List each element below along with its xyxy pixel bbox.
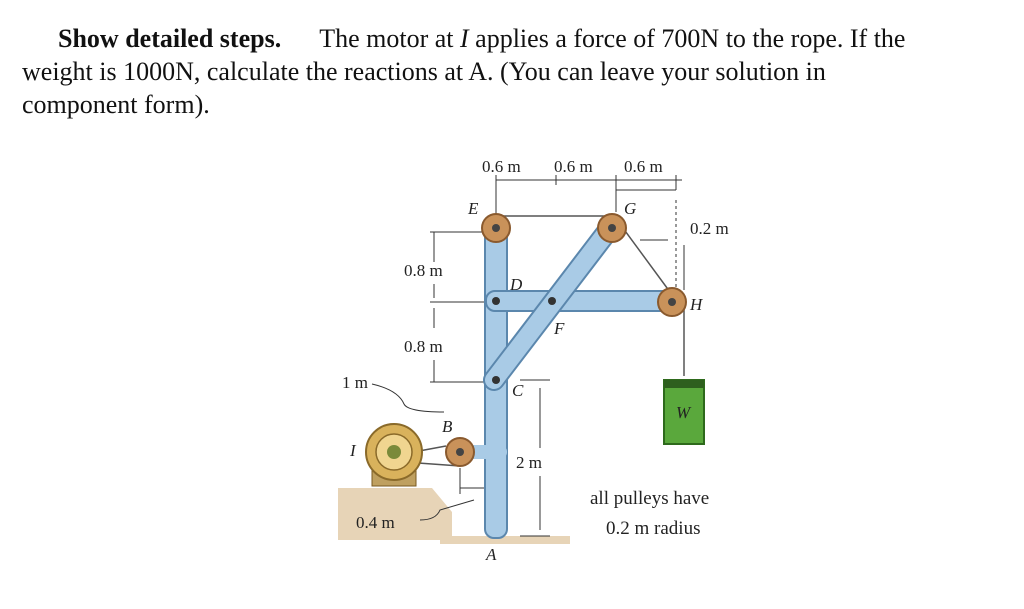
problem-line-2: weight is 1000N, calculate the reactions… — [22, 57, 826, 86]
label-I: I — [349, 441, 357, 460]
member-DH — [485, 290, 679, 312]
pulley-note-line-2: 0.2 m radius — [606, 518, 700, 539]
dim-pulley-offset: 0.2 m — [690, 219, 729, 238]
point-labels: E G D H F C B A I W — [349, 199, 704, 564]
dim-top-2: 0.6 m — [554, 157, 593, 176]
problem-statement: Show detailed steps. The motor at I appli… — [22, 22, 1012, 121]
problem-text-a: The motor at — [319, 24, 460, 53]
dim-top-1: 0.6 m — [482, 157, 521, 176]
dim-motor-offset: 0.4 m — [356, 513, 395, 532]
label-G: G — [624, 199, 636, 218]
pin-D — [492, 297, 500, 305]
dimension-lines — [371, 175, 685, 537]
label-E: E — [467, 199, 479, 218]
pulley-note-line-1: all pulleys have — [590, 488, 709, 509]
pulleys — [445, 213, 687, 467]
dim-ED: 0.8 m — [404, 261, 443, 280]
label-H: H — [689, 295, 704, 314]
ground-base — [440, 536, 570, 544]
dimension-labels: 0.6 m 0.6 m 0.6 m 0.2 m 0.8 m 0.8 m 1 m … — [342, 157, 729, 532]
instruction-lead: Show detailed steps. — [58, 24, 282, 53]
label-C: C — [512, 381, 524, 400]
pin-F — [548, 297, 556, 305]
pin-C — [492, 376, 500, 384]
dim-BA: 2 m — [516, 453, 542, 472]
label-B: B — [442, 417, 453, 436]
problem-line-3: component form). — [22, 90, 210, 119]
label-F: F — [553, 319, 565, 338]
dim-DC: 0.8 m — [404, 337, 443, 356]
motor-point-label: I — [460, 24, 469, 53]
dim-top-3: 0.6 m — [624, 157, 663, 176]
problem-line-1: Show detailed steps. The motor at I appli… — [22, 22, 1012, 55]
problem-text-b: applies a force of 700N to the rope. If … — [468, 24, 906, 53]
ground — [338, 488, 452, 540]
motor — [365, 423, 423, 487]
label-W: W — [676, 403, 692, 422]
label-D: D — [509, 275, 523, 294]
dim-CB: 1 m — [342, 373, 368, 392]
label-A: A — [485, 545, 497, 564]
